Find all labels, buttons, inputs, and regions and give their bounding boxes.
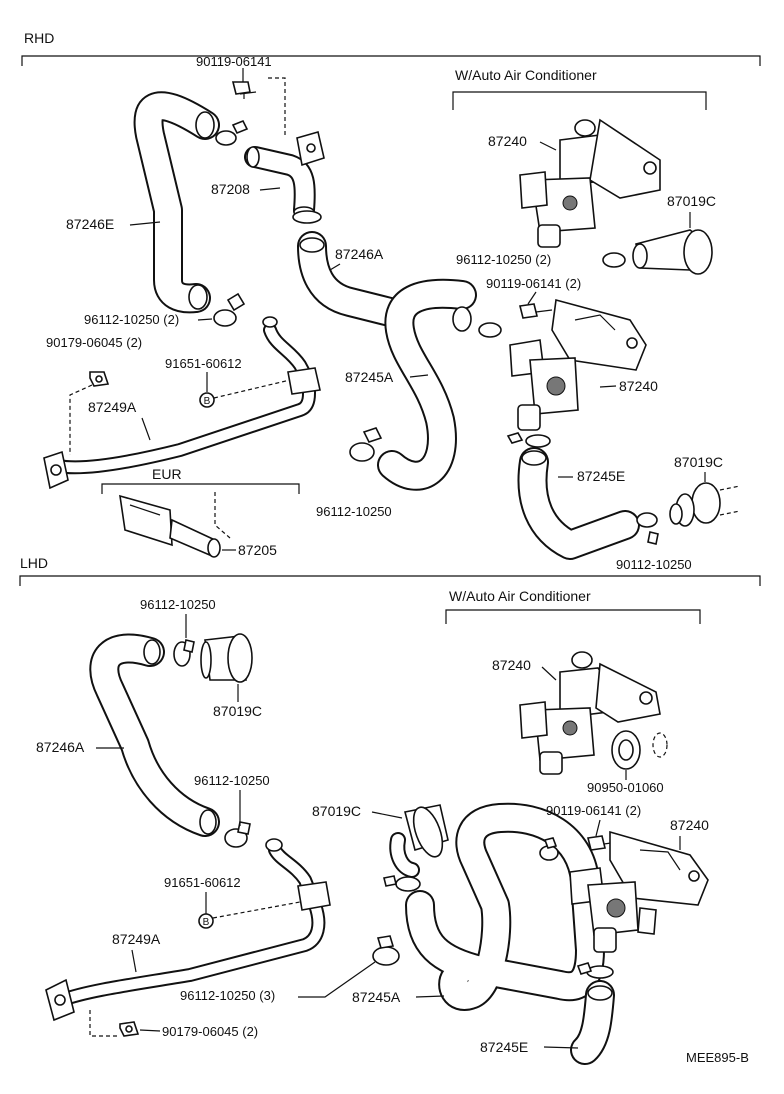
rhd-label-87245A: 87245A bbox=[345, 369, 394, 385]
rhd-hose-87246E bbox=[133, 91, 220, 314]
rhd-label-87246E: 87246E bbox=[66, 216, 114, 232]
lhd-label-clamp-top: 96112-10250 bbox=[140, 597, 216, 612]
lhd-label-87246A: 87246A bbox=[36, 739, 85, 755]
rhd-hose-87245E bbox=[517, 447, 640, 560]
lhd-label-87019C-a: 87019C bbox=[213, 703, 262, 719]
rhd-label-plug: 91651-60612 bbox=[165, 356, 242, 371]
rhd-label-87019C-b: 87019C bbox=[674, 454, 723, 470]
eur-title: EUR bbox=[152, 466, 182, 482]
svg-text:B: B bbox=[204, 396, 211, 407]
lhd-grommet-87019C-a bbox=[200, 633, 253, 683]
rhd-nut-90179 bbox=[89, 371, 110, 387]
lhd-label-bolt-2: 90119-06141 (2) bbox=[546, 803, 641, 818]
lhd-label-87240-a: 87240 bbox=[492, 657, 531, 673]
lhd-label-clamp-mid: 96112-10250 bbox=[194, 773, 270, 788]
rhd-label-87246A: 87246A bbox=[335, 246, 384, 262]
rhd-valve-87240-a bbox=[519, 118, 661, 248]
rhd-grommet-87019C-b bbox=[669, 482, 741, 527]
rhd-clamp-top bbox=[215, 130, 237, 146]
rhd-label-bolt-top: 90119-06141 bbox=[196, 54, 272, 69]
lhd-ac-bracket bbox=[445, 609, 701, 624]
lhd-section-title: LHD bbox=[20, 555, 48, 571]
rhd-clamp-ac bbox=[602, 252, 626, 268]
rhd-bolt-90119 bbox=[231, 81, 257, 99]
rhd-clamp-90112 bbox=[636, 512, 658, 528]
eur-label-87205: 87205 bbox=[238, 542, 277, 558]
lhd-label-87245A: 87245A bbox=[352, 989, 401, 1005]
rhd-elbow-87208 bbox=[244, 130, 325, 221]
lhd-hose-87245A bbox=[405, 802, 605, 1011]
eur-pipe-87205 bbox=[119, 492, 231, 558]
rhd-label-bolt-2: 90119-06141 (2) bbox=[486, 276, 581, 291]
rhd-valve-87240-b bbox=[509, 298, 647, 431]
lhd-label-plug: 91651-60612 bbox=[164, 875, 241, 890]
lhd-grommet-87019C-b bbox=[389, 804, 449, 878]
rhd-bolt-90119-2 bbox=[519, 303, 553, 319]
lhd-bracket bbox=[19, 575, 761, 586]
lhd-valve-87240-b bbox=[569, 830, 709, 953]
rhd-label-87245E: 87245E bbox=[577, 468, 625, 484]
rhd-label-87019C-a: 87019C bbox=[667, 193, 716, 209]
lhd-nut-90179 bbox=[119, 1021, 140, 1037]
lhd-clamp-3 bbox=[372, 946, 400, 966]
rhd-plug-B bbox=[199, 392, 215, 408]
rhd-clamp-87208 bbox=[292, 210, 322, 224]
lhd-hose-87246A bbox=[89, 633, 220, 837]
rhd-label-clamp: 96112-10250 bbox=[316, 504, 392, 519]
rhd-grommet-87019C-a bbox=[632, 229, 713, 275]
rhd-label-nut: 90179-06045 (2) bbox=[46, 335, 142, 350]
svg-text:B: B bbox=[203, 917, 210, 928]
lhd-label-clamp-3: 96112-10250 (3) bbox=[180, 988, 275, 1003]
rhd-label-clamp-90112: 90112-10250 bbox=[616, 557, 692, 572]
figure-code: MEE895-B bbox=[686, 1050, 749, 1065]
rhd-section-title: RHD bbox=[24, 30, 54, 46]
lhd-label-87245E: 87245E bbox=[480, 1039, 528, 1055]
lhd-oring-90950 bbox=[611, 730, 668, 770]
lhd-label-87240-b: 87240 bbox=[670, 817, 709, 833]
eur-bracket bbox=[101, 483, 300, 494]
rhd-label-87240-b: 87240 bbox=[619, 378, 658, 394]
rhd-label-87249A: 87249A bbox=[88, 399, 137, 415]
rhd-hose-87246A bbox=[297, 231, 405, 327]
rhd-label-clamp-2a: 96112-10250 (2) bbox=[456, 252, 551, 267]
rhd-ac-title: W/Auto Air Conditioner bbox=[455, 67, 597, 83]
rhd-label-87208: 87208 bbox=[211, 181, 250, 197]
lhd-label-87019C-b: 87019C bbox=[312, 803, 361, 819]
lhd-ac-title: W/Auto Air Conditioner bbox=[449, 588, 591, 604]
rhd-pipe-87249A bbox=[43, 316, 321, 490]
lhd-valve-87240-a bbox=[519, 651, 661, 775]
rhd-bracket bbox=[21, 55, 761, 66]
lhd-label-nut: 90179-06045 (2) bbox=[162, 1024, 258, 1039]
lhd-hose-87245E bbox=[570, 980, 615, 1065]
rhd-hose-87245A bbox=[377, 278, 477, 491]
lhd-label-oring: 90950-01060 bbox=[587, 780, 664, 795]
rhd-ac-bracket bbox=[452, 91, 707, 110]
rhd-label-87240-a: 87240 bbox=[488, 133, 527, 149]
lhd-label-87249A: 87249A bbox=[112, 931, 161, 947]
rhd-clamp-96112 bbox=[349, 442, 375, 462]
rhd-label-clamp-2: 96112-10250 (2) bbox=[84, 312, 179, 327]
rhd-clamp-96112-2 bbox=[213, 309, 237, 327]
lhd-pipe-87249A bbox=[45, 838, 331, 1022]
